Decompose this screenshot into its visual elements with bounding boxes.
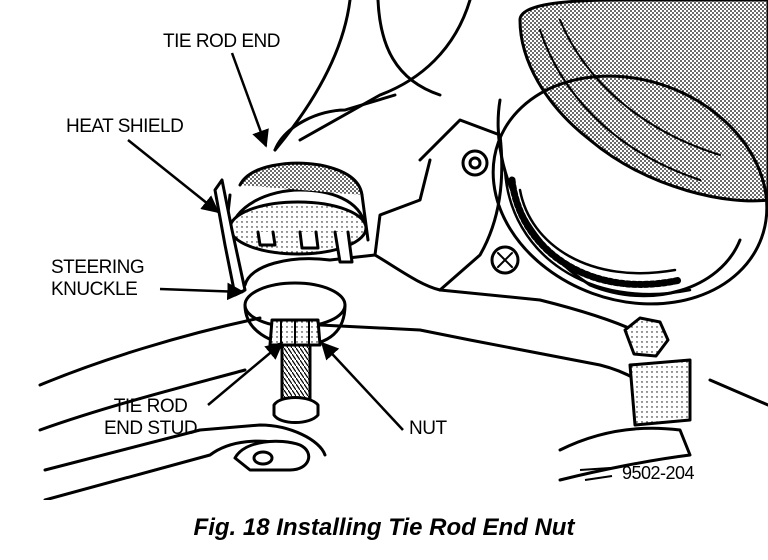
leader-heat-shield bbox=[127, 139, 220, 214]
figure-caption: Fig. 18 Installing Tie Rod End Nut bbox=[193, 514, 575, 541]
figure-code: 9502-204 bbox=[622, 463, 695, 483]
tone-ring bbox=[503, 168, 692, 296]
nut-label: NUT bbox=[409, 418, 447, 439]
upper-control-arm bbox=[273, 0, 472, 152]
tie-rod bbox=[38, 316, 327, 500]
tie-rod-end-illustration bbox=[38, 0, 768, 500]
leader-tie-rod-end bbox=[230, 52, 269, 148]
steering-knuckle-label: STEERING KNUCKLE bbox=[51, 257, 145, 301]
heat-shield-tab bbox=[213, 178, 247, 297]
tie-rod-eye bbox=[233, 439, 311, 472]
tie-rod-end-label: TIE ROD END bbox=[163, 31, 280, 52]
heat-shield-label: HEAT SHIELD bbox=[66, 116, 184, 137]
threaded-stud bbox=[272, 343, 320, 424]
tie-rod-end-stud-label-line2: END STUD bbox=[104, 418, 198, 439]
tie-rod-end-stud-label-line1: TIE ROD bbox=[113, 396, 188, 417]
leader-tie-rod-end-stud bbox=[207, 341, 284, 406]
lower-ball-joint bbox=[558, 316, 768, 482]
steering-knuckle-label-line2: KNUCKLE bbox=[51, 279, 138, 300]
steering-knuckle-label-line1: STEERING bbox=[51, 257, 145, 278]
tie-rod-end-body bbox=[223, 161, 370, 264]
leader-steering-knuckle bbox=[159, 282, 245, 301]
leader-nut bbox=[320, 341, 404, 431]
nut-shape bbox=[268, 318, 322, 347]
figure-code-mark bbox=[579, 467, 613, 481]
tie-rod-end-stud-label: TIE ROD END STUD bbox=[104, 396, 198, 440]
